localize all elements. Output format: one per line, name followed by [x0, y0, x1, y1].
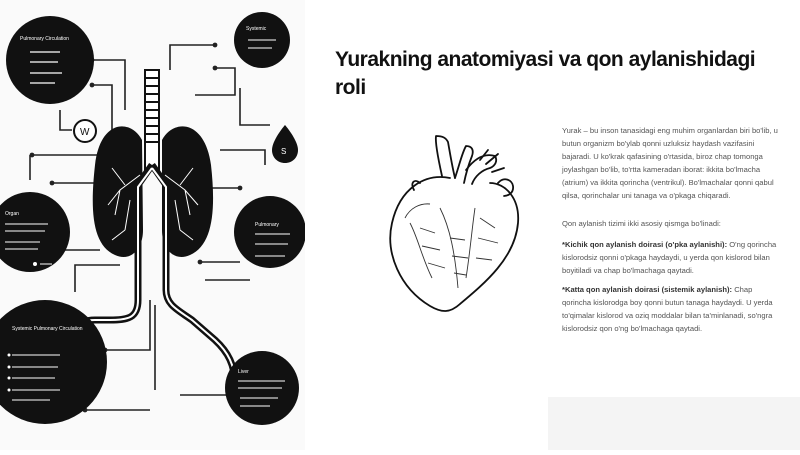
label-organ: Organ	[5, 211, 19, 217]
circle-pulmonary: Pulmonary	[234, 196, 306, 268]
intro-paragraph: Yurak – bu inson tanasidagi eng muhim or…	[562, 126, 778, 201]
left-lung	[92, 126, 143, 258]
label-pulmonary-circulation: Pulmonary Circulation	[20, 36, 69, 42]
drop-icon: S	[272, 125, 298, 163]
big-circle-paragraph: *Katta qon aylanish doirasi (sistemik ay…	[562, 283, 782, 335]
circle-systemic-pulmonary-circulation: Systemic Pulmonary Circulation	[0, 300, 107, 424]
label-pulmonary: Pulmonary	[255, 222, 279, 228]
circle-organ: Organ	[0, 192, 70, 272]
big-circle-text: Chap qorincha kislorodga boy qonni butun…	[562, 284, 773, 334]
label-systemic-pulmonary-circulation: Systemic Pulmonary Circulation	[12, 326, 83, 332]
heart-illustration	[389, 135, 519, 312]
circulation-intro: Qon aylanish tizimi ikki asosiy qismga b…	[562, 218, 721, 228]
circle-systemic: Systemic	[234, 12, 290, 68]
w-badge: W	[73, 119, 97, 143]
circulation-diagram-svg: Pulmonary Circulation Systemic W S	[0, 12, 306, 425]
description-text: Yurak – bu inson tanasidagi eng muhim or…	[562, 124, 782, 349]
bronchial-tree	[107, 167, 199, 241]
small-circle-paragraph: *Kichik qon aylanish doirasi (o'pka ayla…	[562, 238, 782, 277]
label-systemic-pulmonary-circulation-text: Systemic Pulmonary Circulation	[12, 326, 83, 332]
circle-pulmonary-circulation: Pulmonary Circulation	[6, 16, 94, 104]
footer-band	[548, 397, 800, 450]
label-systemic: Systemic	[246, 26, 267, 32]
right-lung	[162, 126, 214, 258]
label-liver: Liver	[238, 369, 249, 375]
w-badge-label: W	[80, 127, 90, 138]
lungs	[92, 126, 214, 258]
connector-lines	[29, 44, 270, 411]
drop-badge-label: S	[281, 147, 286, 156]
trachea	[144, 69, 160, 171]
small-circle-text: O'ng qorincha kislorodsiz qonni o'pkaga …	[562, 239, 777, 275]
page-title: Yurakning anatomiyasi va qon aylanishida…	[335, 48, 756, 99]
circulation-diagram: Pulmonary Circulation Systemic W S	[0, 0, 306, 450]
small-circle-title: *Kichik qon aylanish doirasi (o'pka ayla…	[562, 239, 728, 249]
big-circle-title: *Katta qon aylanish doirasi (sistemik ay…	[562, 284, 733, 294]
circle-liver: Liver	[225, 351, 299, 425]
